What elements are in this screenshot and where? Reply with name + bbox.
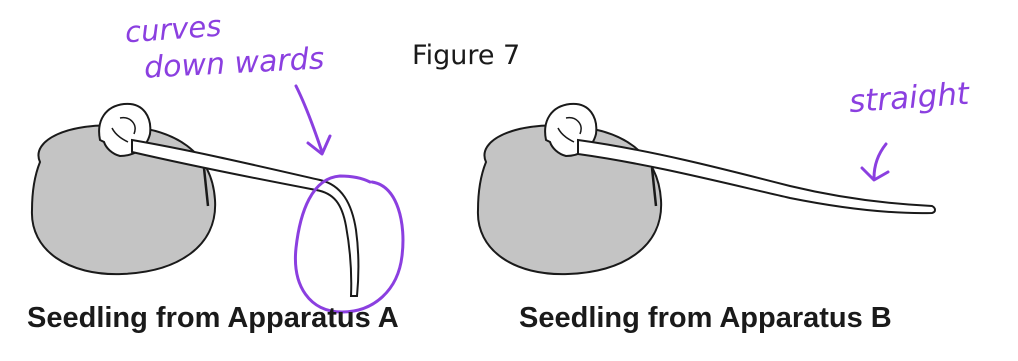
caption-seedling-a: Seedling from Apparatus A: [27, 302, 399, 335]
caption-seedling-b: Seedling from Apparatus B: [519, 302, 892, 335]
annotation-a-line1: curves: [124, 11, 222, 48]
annotation-b: straight: [848, 78, 970, 119]
seedling-b: [478, 104, 935, 274]
figure-title: Figure 7: [412, 40, 520, 71]
